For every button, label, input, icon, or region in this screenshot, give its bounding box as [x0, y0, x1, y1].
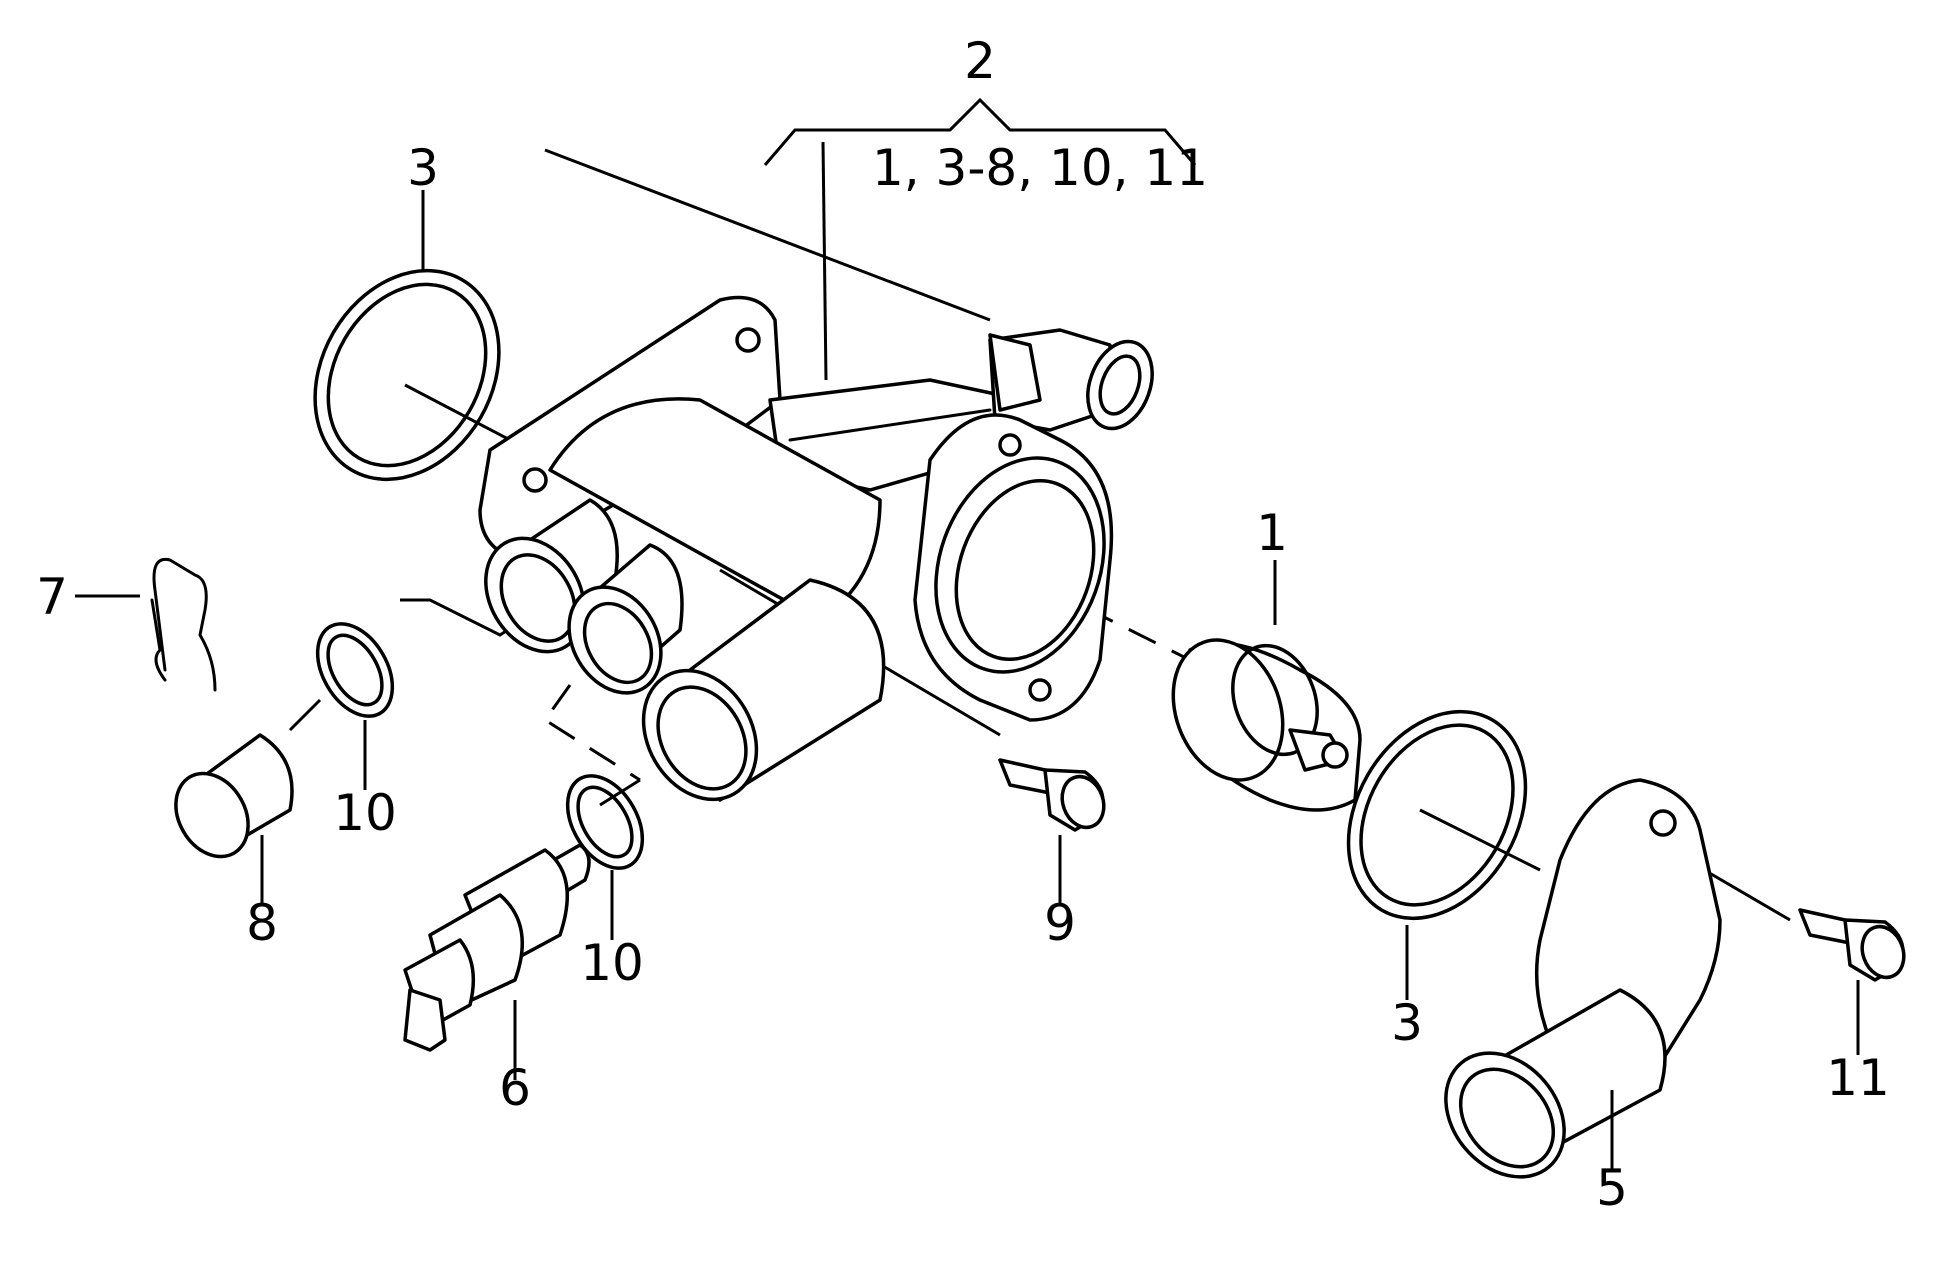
group-bracket: 2 1, 3-8, 10, 11: [763, 32, 1208, 381]
seal-ring-upper: 10: [315, 622, 397, 842]
callout-3-right: 3: [1391, 994, 1423, 1052]
callout-10-lower: 10: [580, 934, 644, 992]
thermostat: 1: [1171, 504, 1362, 812]
bolt-right: 11: [1798, 908, 1906, 1107]
bolt-center: 9: [998, 758, 1106, 952]
connection-flange: 5: [1444, 778, 1722, 1217]
callout-8: 8: [246, 894, 278, 952]
o-ring-left: 3: [313, 139, 501, 482]
group-label: 2: [964, 32, 996, 90]
callout-9: 9: [1044, 894, 1076, 952]
seal-ring-lower: 10: [565, 774, 645, 992]
callout-11: 11: [1826, 1049, 1890, 1107]
temperature-sender: 6: [403, 843, 591, 1117]
callout-6: 6: [499, 1059, 531, 1117]
retaining-clip: 7: [36, 557, 217, 692]
callout-1: 1: [1256, 504, 1288, 562]
o-ring-right: 3: [1346, 709, 1528, 1052]
callout-10-upper: 10: [333, 784, 397, 842]
callout-5: 5: [1596, 1159, 1628, 1217]
sealing-plug: 8: [174, 733, 294, 952]
group-contents: 1, 3-8, 10, 11: [872, 139, 1208, 197]
thermostat-housing: [478, 295, 1154, 802]
callout-3-left: 3: [407, 139, 439, 197]
callout-7: 7: [36, 568, 68, 626]
